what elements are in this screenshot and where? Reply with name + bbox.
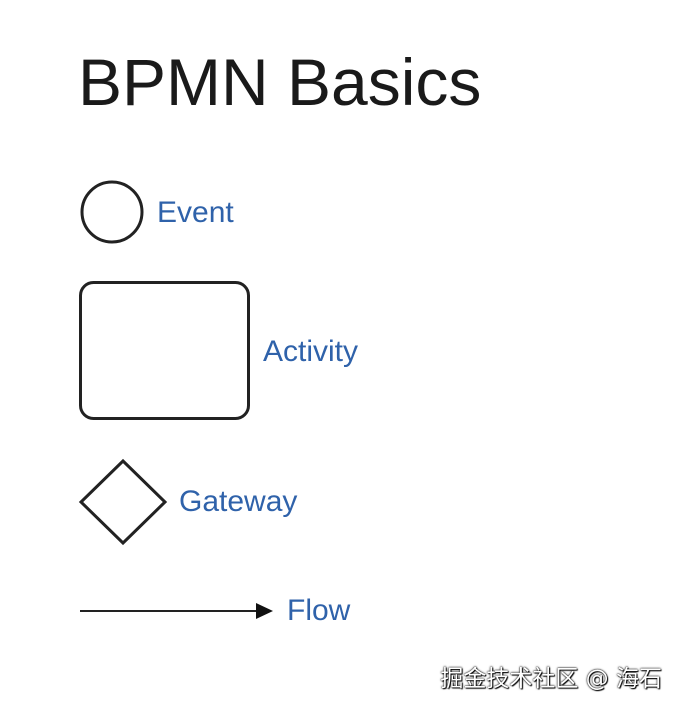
event-label: Event <box>157 196 234 229</box>
watermark: 掘金技术社区 @ 海石 <box>440 666 662 692</box>
gateway-label: Gateway <box>179 485 298 518</box>
rounded-rectangle-icon <box>79 281 250 420</box>
activity-label: Activity <box>263 335 359 368</box>
circle-icon <box>80 180 144 244</box>
diamond-icon <box>78 458 168 546</box>
flow-label: Flow <box>287 594 351 627</box>
arrow-icon <box>80 603 273 619</box>
page-title: BPMN Basics <box>78 45 482 119</box>
